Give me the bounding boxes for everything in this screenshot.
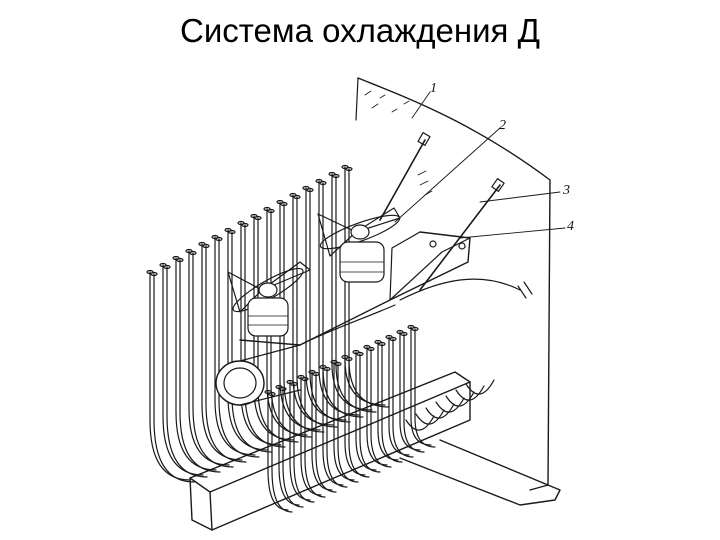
back-tube-cap xyxy=(241,222,249,228)
back-tube-cap xyxy=(280,201,288,207)
back-tube-cap xyxy=(215,236,223,242)
back-tube xyxy=(201,243,243,461)
front-tube xyxy=(355,351,377,471)
back-tube-cap xyxy=(228,229,236,235)
front-tube-cap xyxy=(312,371,320,377)
bracket-arm xyxy=(239,231,471,346)
back-tube xyxy=(188,250,230,466)
back-tube-cap xyxy=(176,257,184,263)
coil-loop xyxy=(445,391,475,407)
front-tube-cap xyxy=(279,386,287,392)
back-tube xyxy=(322,182,364,418)
back-tube-cap xyxy=(345,166,353,172)
front-tube xyxy=(315,373,337,493)
back-tube-cap xyxy=(306,187,314,193)
front-tube xyxy=(348,358,370,478)
front-tube xyxy=(359,353,381,473)
front-tube xyxy=(414,328,436,448)
front-tube-cap xyxy=(356,351,364,357)
front-tube xyxy=(293,383,315,503)
front-tube xyxy=(410,326,432,446)
front-tube xyxy=(388,336,410,456)
back-tube xyxy=(192,252,234,468)
back-tube-cap xyxy=(150,271,158,277)
front-tube-cap xyxy=(378,341,386,347)
back-tube xyxy=(344,166,386,406)
callout-1: 1 xyxy=(430,81,437,96)
back-tube xyxy=(318,180,360,416)
back-tube-cap xyxy=(202,243,210,249)
front-tube xyxy=(366,346,388,466)
back-tube-cap xyxy=(267,208,275,214)
front-tube xyxy=(392,338,414,458)
front-tube-cap xyxy=(290,381,298,387)
fan-right xyxy=(317,207,401,283)
leader-lines xyxy=(394,91,566,239)
back-tube xyxy=(153,273,195,483)
fan-left xyxy=(227,261,311,337)
front-tube-cap xyxy=(400,331,408,337)
mounting-panel xyxy=(355,77,551,491)
front-tube xyxy=(304,378,326,498)
front-tube xyxy=(381,343,403,463)
radiator-tubes-front xyxy=(264,324,436,513)
coil-loop xyxy=(455,385,485,401)
front-tube xyxy=(271,393,293,513)
back-tube xyxy=(149,271,191,481)
back-tube xyxy=(175,257,217,471)
back-tube xyxy=(331,173,373,411)
front-tube-cap xyxy=(389,336,397,342)
drive-motor xyxy=(215,344,301,406)
back-tube xyxy=(283,203,325,433)
callout-3: 3 xyxy=(562,183,570,198)
back-tube xyxy=(218,238,260,458)
front-tube xyxy=(403,333,425,453)
back-tube-cap xyxy=(332,173,340,179)
slide-title: Система охлаждения Д xyxy=(180,12,540,49)
front-tube-cap xyxy=(367,346,375,352)
front-tube xyxy=(278,386,300,506)
back-tube-cap xyxy=(163,264,171,270)
back-tube xyxy=(348,168,390,408)
back-tube-cap xyxy=(189,250,197,256)
adjustment-rods xyxy=(379,132,505,291)
back-tube xyxy=(279,201,321,431)
back-tube xyxy=(162,264,204,476)
back-tube-cap xyxy=(319,180,327,186)
back-tube xyxy=(166,266,208,478)
coil-loop xyxy=(465,379,495,395)
back-tube xyxy=(205,245,247,463)
back-tube-cap xyxy=(293,194,301,200)
front-tube-cap xyxy=(345,356,353,362)
callout-4: 4 xyxy=(567,219,574,234)
front-tube xyxy=(399,331,421,451)
front-tube xyxy=(326,368,348,488)
front-tube-cap xyxy=(411,326,419,332)
front-tube-cap xyxy=(301,376,309,382)
back-tube xyxy=(266,208,308,436)
coil-loop xyxy=(435,397,465,413)
back-tube xyxy=(296,196,338,428)
front-tube-cap xyxy=(268,391,276,397)
front-tube xyxy=(337,363,359,483)
front-tube xyxy=(344,356,366,476)
back-tube xyxy=(214,236,256,456)
front-tube-cap xyxy=(334,361,342,367)
cable xyxy=(299,278,533,346)
front-tube-cap xyxy=(323,366,331,372)
coil-loop xyxy=(405,415,435,431)
front-tube xyxy=(377,341,399,461)
back-tube xyxy=(179,259,221,473)
front-tube xyxy=(282,388,304,508)
coil-loops xyxy=(405,379,495,431)
back-tube-cap xyxy=(254,215,262,221)
back-tube xyxy=(335,175,377,413)
front-tube xyxy=(370,348,392,468)
coil-loop xyxy=(415,409,445,425)
coil-loop xyxy=(425,403,455,419)
callout-2: 2 xyxy=(499,118,506,133)
